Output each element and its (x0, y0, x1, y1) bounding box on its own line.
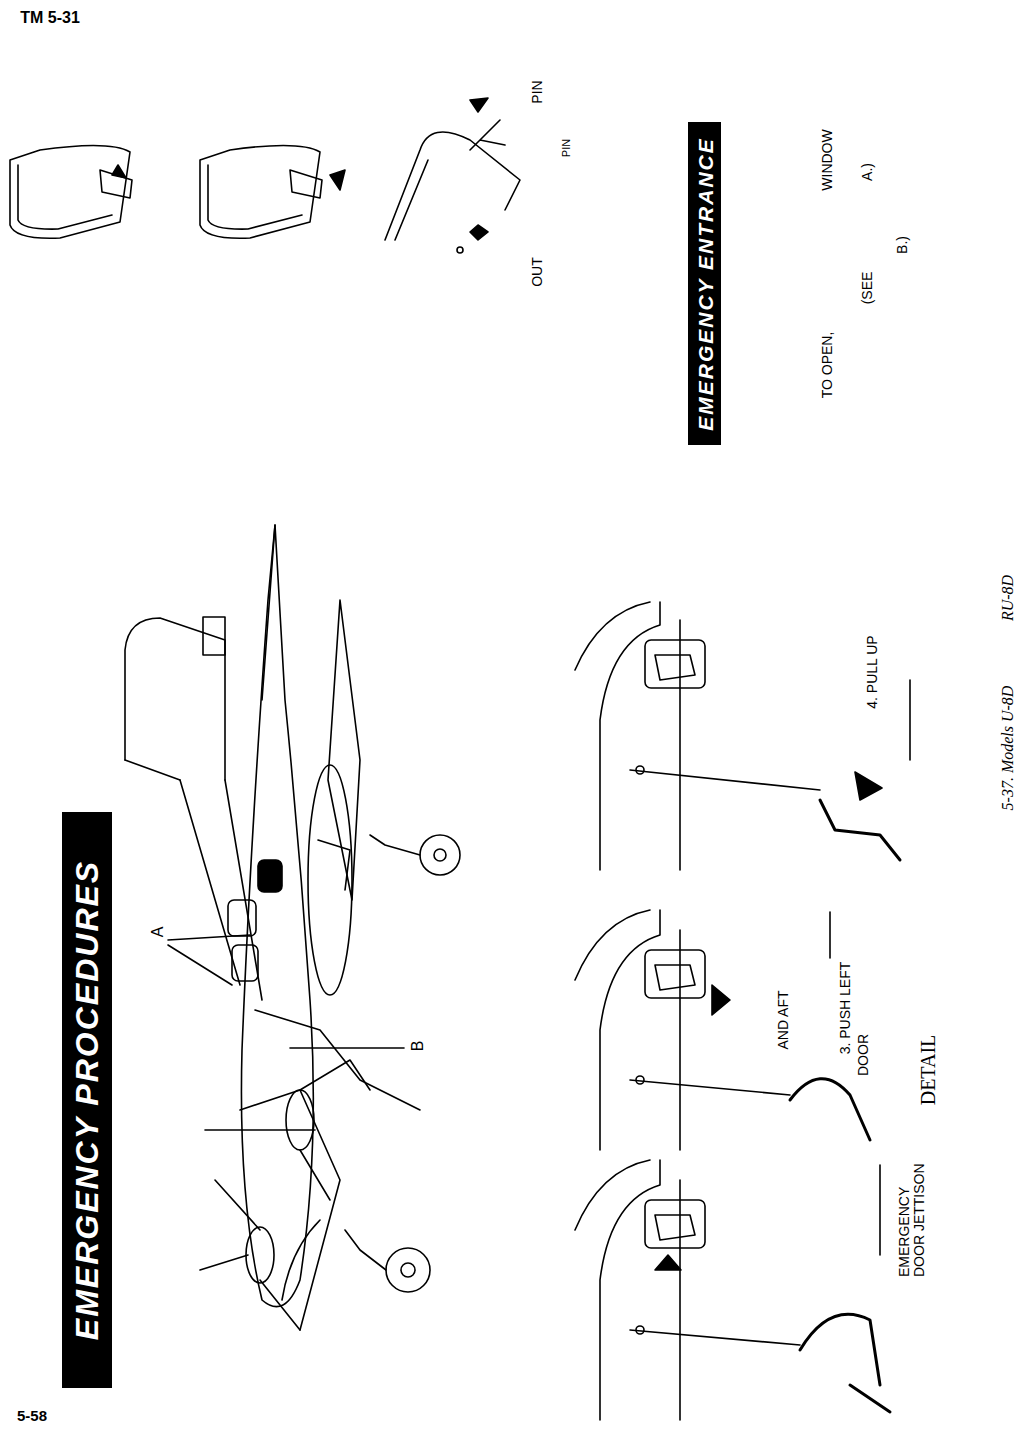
callout-label: PIN (530, 78, 545, 105)
door-detail-3 (575, 602, 910, 870)
callout-label: B (409, 1039, 427, 1054)
window-figures (10, 98, 520, 253)
callout-label: 4. PULL UP (865, 633, 880, 710)
callout-label: RU-8D (999, 573, 1017, 623)
callout-label: (SEE (860, 270, 875, 307)
callout-label: EMERGENCY DOOR JETTISON (897, 1145, 928, 1279)
callout-label: DETAIL (917, 1033, 939, 1108)
title-band: EMERGENCY ENTRANCE (688, 122, 721, 445)
door-detail-2 (575, 910, 870, 1150)
figure-caption: 5-37. Models U-8D (999, 684, 1017, 813)
aircraft-drawing (125, 525, 460, 1330)
callout-label: OUT (530, 255, 545, 289)
callout-label: PIN (560, 137, 572, 159)
band-title: EMERGENCY ENTRANCE (694, 137, 715, 430)
callout-label: DOOR (856, 1032, 871, 1078)
callout-label: 3. PUSH LEFT (838, 960, 853, 1057)
callout-label: B.) (895, 234, 910, 256)
page-number: TM 5-31 (18, 9, 82, 27)
callout-label: AND AFT (776, 988, 791, 1051)
page-number: 5-58 (15, 1408, 49, 1425)
callout-label: TO OPEN, (820, 330, 835, 401)
band-title: EMERGENCY PROCEDURES (71, 860, 103, 1340)
door-detail-1 (575, 1160, 890, 1420)
callout-label: A.) (860, 161, 875, 183)
callout-label: A (149, 925, 167, 940)
callout-label: WINDOW (820, 127, 835, 192)
title-band: EMERGENCY PROCEDURES (62, 812, 112, 1388)
